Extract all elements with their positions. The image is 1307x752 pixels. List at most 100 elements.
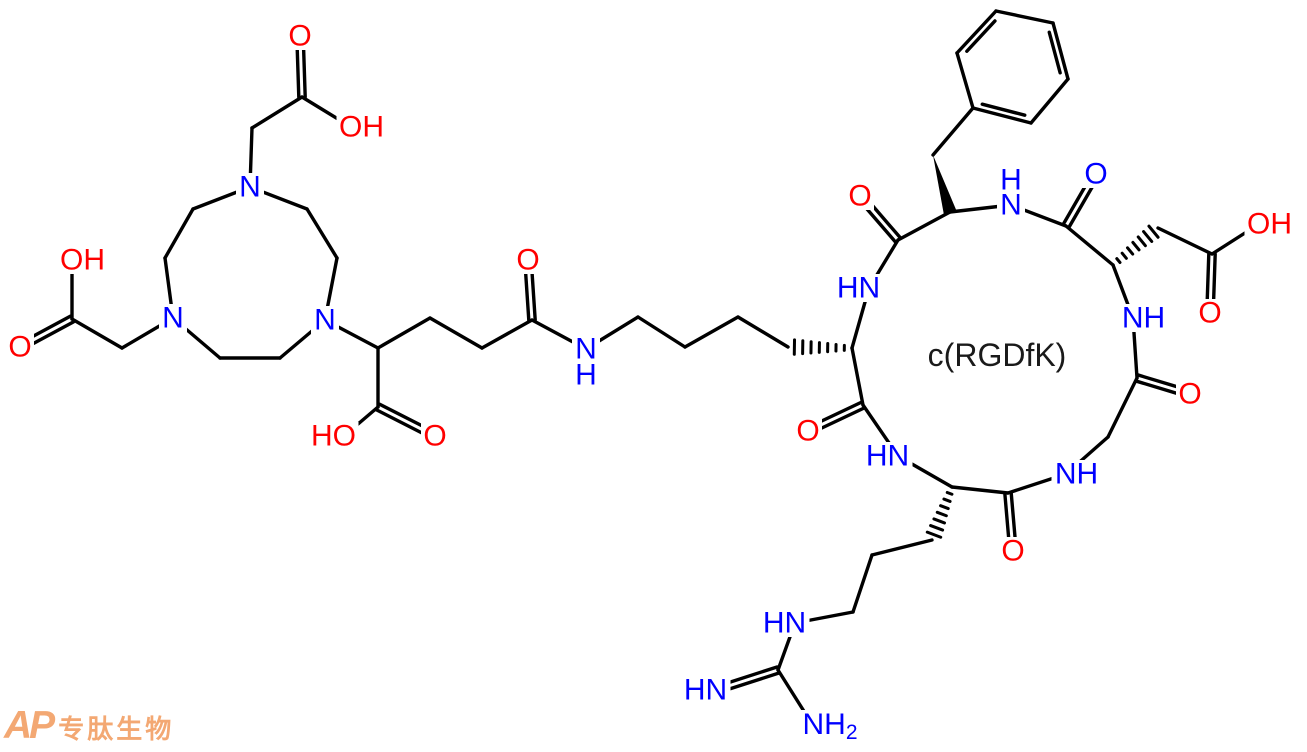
- aromatic-bond: [955, 9, 998, 55]
- label-mask: [236, 173, 264, 201]
- bond: [1029, 77, 1070, 125]
- atom-label: HN: [763, 607, 806, 640]
- bond: [70, 317, 124, 350]
- label-mask: [1176, 380, 1204, 408]
- atom-label: NH: [1122, 302, 1165, 335]
- atom-label: O: [1198, 297, 1221, 330]
- label-mask: [999, 168, 1023, 192]
- bond: [851, 553, 874, 614]
- label-mask: [1082, 160, 1110, 188]
- aromatic-bond: [1051, 21, 1070, 81]
- hash-wedge-bond: [1131, 240, 1141, 252]
- label-mask: [311, 306, 339, 334]
- atom-label: O: [1178, 378, 1201, 411]
- bond: [305, 207, 339, 260]
- watermark-text: 专肽生物: [58, 714, 175, 744]
- hash-wedge-bond: [929, 524, 945, 532]
- atom-label: HN: [866, 440, 909, 473]
- atom-label: O: [8, 331, 31, 364]
- hash-wedge-bond: [1142, 230, 1154, 243]
- label-mask: [336, 113, 387, 141]
- aromatic-inner-bond: [1047, 30, 1062, 75]
- hash-wedge-bond: [945, 490, 954, 496]
- label-mask: [846, 182, 874, 210]
- hash-wedge-bond: [925, 530, 943, 539]
- atom-label: N: [314, 304, 336, 337]
- hash-wedge-bond: [932, 517, 946, 525]
- label-mask: [574, 363, 598, 387]
- bond: [850, 346, 865, 407]
- atom-label: HO: [311, 420, 356, 453]
- bond: [636, 315, 687, 349]
- label-mask: [159, 304, 187, 332]
- label-mask: [997, 191, 1025, 219]
- peptide-cycle-label: c(RGDfK): [928, 337, 1067, 373]
- label-mask: [308, 422, 359, 450]
- atom-label-h: H: [575, 359, 597, 392]
- bond: [1106, 376, 1139, 439]
- label-mask: [999, 537, 1027, 565]
- atom-label: OH: [1247, 208, 1292, 241]
- bond: [250, 95, 304, 130]
- label-mask: [759, 609, 810, 637]
- atom-label: N: [575, 333, 597, 366]
- hash-wedge-bond: [1115, 257, 1122, 265]
- label-mask: [421, 422, 449, 450]
- atom-label: HN: [684, 674, 727, 707]
- hash-wedge-bond: [935, 510, 948, 518]
- label-mask: [680, 676, 731, 704]
- label-mask: [794, 417, 822, 445]
- bond: [870, 538, 934, 557]
- bond: [683, 315, 740, 349]
- hash-wedge-bond: [1120, 251, 1128, 260]
- label-mask: [6, 333, 34, 361]
- label-mask: [1051, 460, 1102, 488]
- bond: [736, 315, 790, 349]
- label-mask: [833, 274, 884, 302]
- label-mask: [797, 710, 863, 738]
- bond: [955, 51, 975, 110]
- atom-label: N: [1000, 189, 1022, 222]
- atom-label: OH: [339, 111, 384, 144]
- bond: [1064, 224, 1115, 267]
- label-mask: [1118, 304, 1169, 332]
- bond: [994, 9, 1055, 25]
- label-mask: [862, 442, 913, 470]
- atom-label: NH: [1055, 458, 1098, 491]
- bond: [376, 316, 432, 350]
- atom-label: N: [239, 171, 261, 204]
- label-mask: [514, 246, 542, 274]
- bond: [931, 106, 975, 157]
- bond: [163, 207, 195, 260]
- bond: [1156, 226, 1214, 256]
- label-mask: [57, 246, 108, 274]
- wedge-bond: [933, 155, 957, 214]
- label-mask: [1196, 299, 1224, 327]
- label-mask: [286, 22, 314, 50]
- atom-label: N: [162, 302, 184, 335]
- bond: [950, 485, 1010, 495]
- atom-label: O: [796, 415, 819, 448]
- hash-wedge-bond: [939, 504, 950, 511]
- bond: [896, 210, 952, 242]
- atom-label: O: [1084, 158, 1107, 191]
- atom-label: NH2: [802, 708, 857, 744]
- hash-wedge-bond: [1136, 235, 1147, 248]
- atom-label: HN: [837, 272, 880, 305]
- watermark: AP 专肽生物: [4, 704, 174, 748]
- watermark-logo: AP: [4, 704, 55, 747]
- bond: [428, 316, 484, 350]
- atom-label: O: [848, 180, 871, 213]
- label-mask: [572, 335, 600, 363]
- atom-label-h: H: [1000, 164, 1022, 197]
- atom-label: O: [423, 420, 446, 453]
- hash-wedge-bond: [1147, 224, 1160, 239]
- label-mask: [1244, 210, 1295, 238]
- atom-label: O: [1001, 535, 1024, 568]
- hash-wedge-bond: [942, 497, 952, 503]
- aromatic-inner-bond: [965, 19, 997, 53]
- hash-wedge-bond: [1126, 246, 1135, 256]
- aromatic-inner-bond: [980, 102, 1027, 117]
- atom-label: O: [288, 20, 311, 53]
